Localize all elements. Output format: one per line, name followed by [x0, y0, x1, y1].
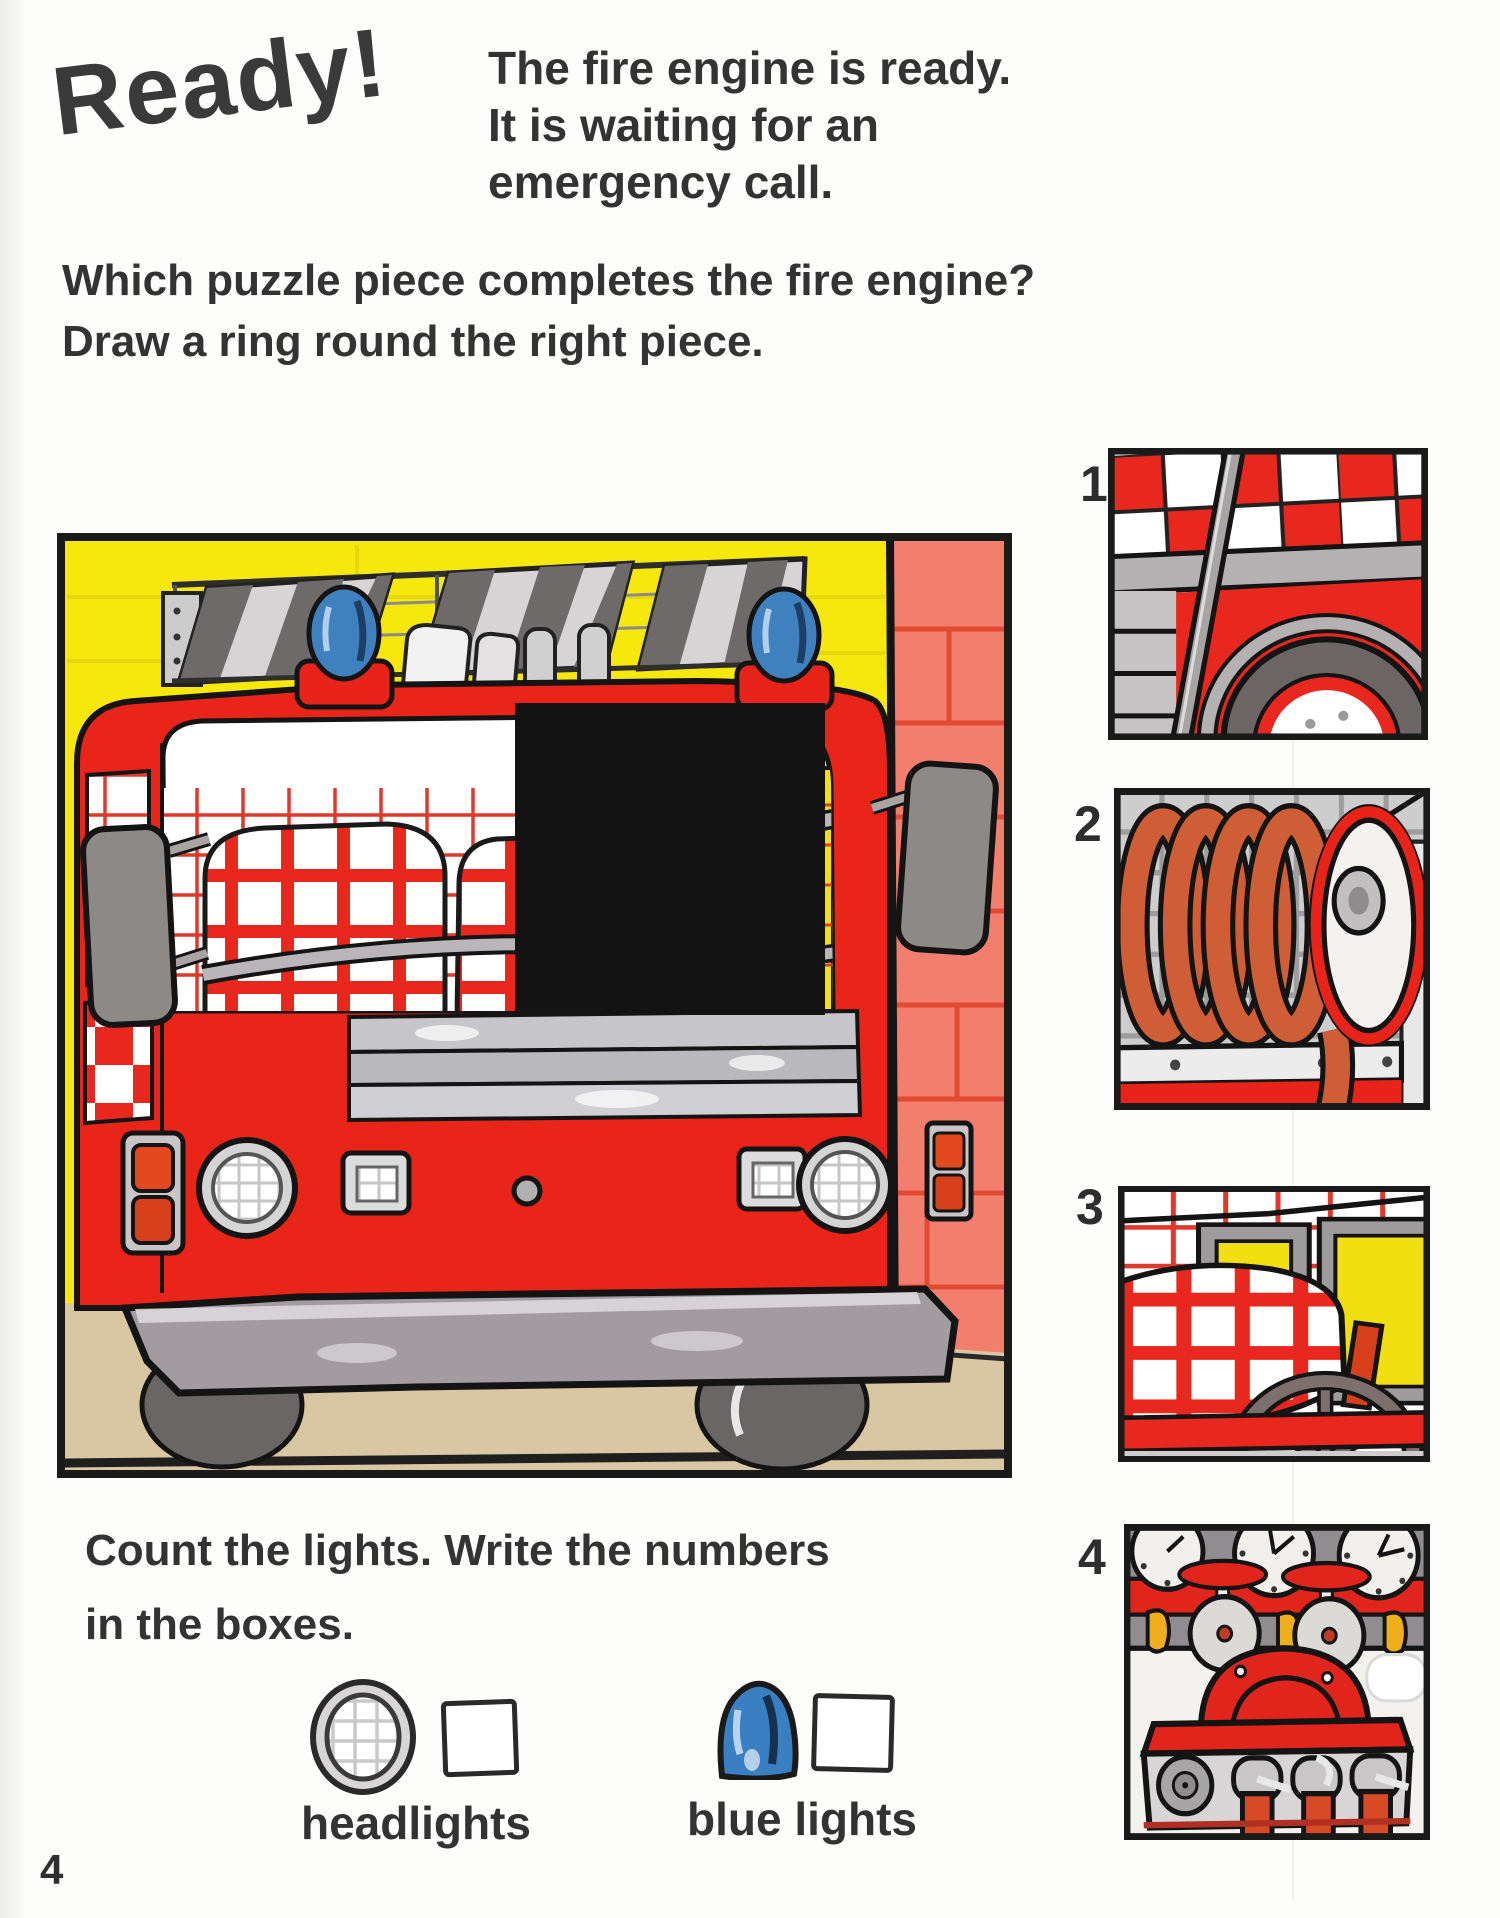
headlights-label: headlights	[300, 1797, 532, 1849]
blue-lights-label: blue lights	[687, 1793, 917, 1845]
scan-edge-shade	[0, 0, 26, 1918]
intro-line: The fire engine is ready.	[488, 42, 1012, 94]
page-number: 4	[40, 1846, 64, 1893]
front-center-button	[511, 1175, 543, 1207]
fire-engine-art	[57, 533, 1012, 1478]
piece-2-number: 2	[1074, 796, 1102, 852]
left-headlight	[196, 1137, 298, 1239]
piece-3-number: 3	[1076, 1179, 1104, 1235]
front-bumper	[119, 1285, 959, 1397]
control-panel-gauges-piece	[1124, 1524, 1430, 1840]
question-line: Which puzzle piece completes the fire en…	[62, 256, 1036, 305]
cab-interior-steering-wheel-piece	[1118, 1186, 1430, 1462]
puzzle-piece-3[interactable]	[1118, 1186, 1430, 1462]
intro-line: It is waiting for an	[488, 99, 880, 151]
right-headlight	[796, 1136, 894, 1234]
blue-lights-answer-box[interactable]	[810, 1692, 896, 1774]
count-instruction: Count the lights. Write the numbers in t…	[85, 1514, 830, 1662]
intro-text: The fire engine is ready. It is waiting …	[488, 40, 1011, 211]
question-line: Draw a ring round the right piece.	[62, 317, 764, 366]
fire-engine-side-wheel-piece	[1108, 448, 1428, 740]
left-mirror	[80, 824, 212, 1028]
count-line: Count the lights. Write the numbers	[85, 1526, 830, 1575]
left-blue-light	[294, 584, 395, 710]
left-front-indicator	[340, 1150, 412, 1216]
page-title: Ready!	[46, 6, 393, 157]
right-blue-light	[734, 586, 835, 712]
right-front-indicator	[736, 1146, 808, 1212]
missing-piece-gap	[515, 703, 825, 1015]
siren-horns	[399, 622, 611, 697]
puzzle-piece-2[interactable]	[1114, 788, 1430, 1110]
puzzle-piece-1[interactable]	[1108, 448, 1428, 740]
piece-4-number: 4	[1078, 1529, 1106, 1585]
puzzle-piece-4[interactable]	[1124, 1524, 1430, 1840]
count-line: in the boxes.	[85, 1600, 354, 1649]
headlights-answer-box[interactable]	[440, 1698, 520, 1778]
fire-engine-illustration	[57, 533, 1012, 1478]
right-side-lights	[924, 1120, 974, 1222]
hose-reel-piece	[1114, 788, 1430, 1110]
piece-1-number: 1	[1080, 456, 1108, 512]
right-mirror	[869, 760, 999, 956]
puzzle-question: Which puzzle piece completes the fire en…	[62, 250, 1035, 372]
front-left-indicator	[120, 1130, 186, 1256]
headlight-icon	[308, 1678, 418, 1796]
blue-light-icon	[714, 1680, 802, 1782]
intro-line: emergency call.	[488, 156, 834, 208]
